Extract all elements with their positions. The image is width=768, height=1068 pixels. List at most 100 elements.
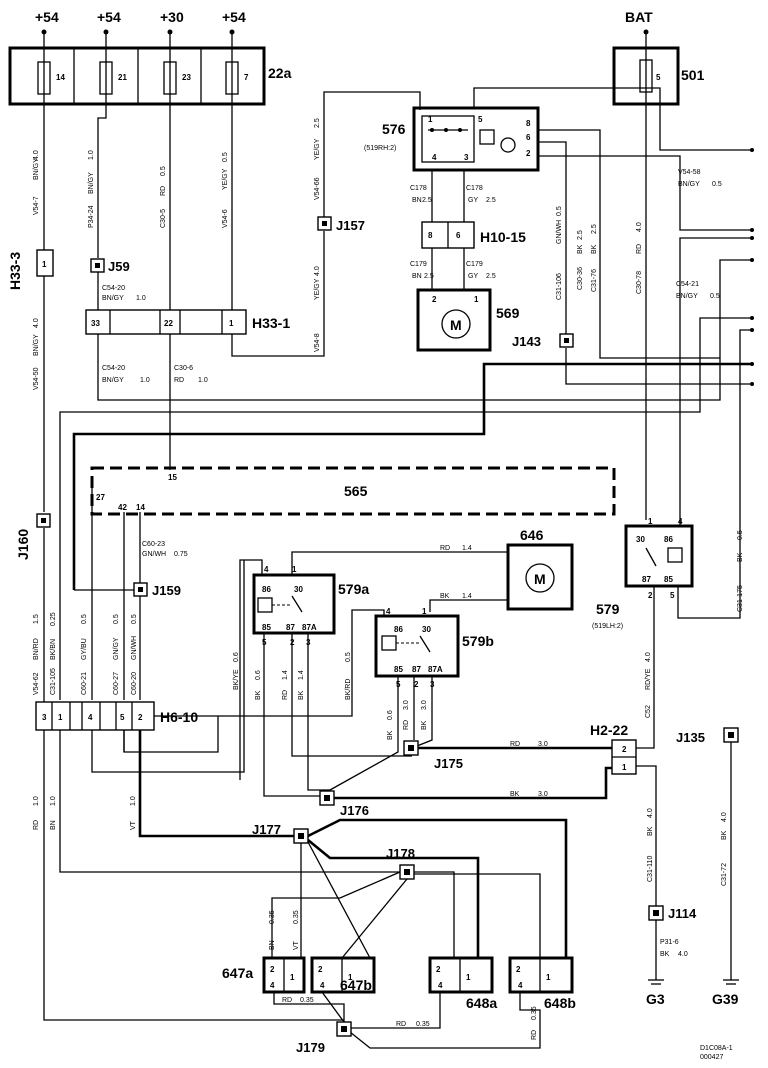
label: C54-21 (676, 281, 699, 288)
label: 2 (648, 591, 653, 600)
label: 4 (386, 607, 391, 616)
connector-pin: 1 (42, 260, 47, 269)
label: 2 (414, 680, 419, 689)
label: RD (396, 1021, 406, 1028)
label: C60-23 (142, 541, 165, 548)
label: 1.4 (462, 545, 472, 552)
label: 5 (120, 713, 125, 722)
label: BK (591, 244, 598, 254)
junction-label: J114 (668, 906, 697, 921)
label: BN (50, 820, 57, 830)
label: 5 (670, 591, 675, 600)
fuse-number: 14 (56, 73, 65, 82)
label: 42 (118, 503, 127, 512)
label: 30 (422, 625, 431, 634)
label: 4.0 (721, 812, 728, 822)
relay-579: 1 4 30 86 87 85 2 5 579 (519LH:2) (592, 237, 752, 749)
label: 2 (270, 965, 275, 974)
label: GY/BU (81, 638, 88, 660)
label: BN/GY (102, 377, 124, 384)
label: C30-5 (160, 209, 167, 228)
label: 0.5 (710, 293, 720, 300)
label: 4 (518, 981, 523, 990)
label: BK (660, 951, 670, 958)
label: 87 (412, 665, 421, 674)
label: 2.5 (314, 118, 321, 128)
label: V54-6 (222, 209, 229, 228)
junction-j175: J175 (403, 740, 612, 771)
label: 1.0 (140, 377, 150, 384)
junction-j160: J160 (15, 513, 51, 560)
supply-label: +54 (97, 9, 121, 25)
label: C179 (466, 261, 483, 268)
label: 1 (622, 763, 627, 772)
supply-stubs (41, 29, 649, 48)
label: BN (412, 197, 422, 204)
label: RD (282, 997, 292, 1004)
label: V54-8 (314, 333, 321, 352)
label: 3.0 (403, 700, 410, 710)
junction-label: J143 (512, 334, 541, 349)
junction-j114: J114 (648, 905, 697, 980)
junction-label: J159 (152, 583, 181, 598)
label: 0.35 (300, 997, 314, 1004)
label: GN/WH (131, 636, 138, 660)
label: C30-36 (577, 267, 584, 290)
label: C54-20 (102, 285, 125, 292)
label: 4 (432, 153, 437, 162)
label: 0.5 (712, 181, 722, 188)
label: RD (174, 377, 184, 384)
connector-pin: 33 (91, 319, 100, 328)
motor-label: 569 (496, 305, 520, 321)
label: 1.0 (130, 796, 137, 806)
fuse-number: 7 (244, 73, 249, 82)
label: 1.4 (282, 670, 289, 680)
label: 1.4 (462, 593, 472, 600)
junction-label: J160 (15, 529, 31, 560)
fuse-number: 5 (656, 73, 661, 82)
label: 2.5 (422, 197, 432, 204)
label: C31-105 (50, 668, 57, 695)
label: BN (412, 273, 422, 280)
label: 4.0 (33, 150, 40, 160)
label: C31-106 (556, 273, 563, 300)
label: 1 (428, 115, 433, 124)
lamp-label: 648a (466, 995, 497, 1011)
label: BK/YE (233, 669, 240, 690)
label: 1.0 (136, 295, 146, 302)
label: VT (293, 940, 300, 950)
lamp-label: 648b (544, 995, 576, 1011)
label: 87A (302, 623, 317, 632)
junction-label: J179 (296, 1040, 325, 1055)
label: V54-62 (33, 672, 40, 695)
junction-j159: J159 (74, 582, 181, 598)
label: C31-76 (591, 269, 598, 292)
connector-label: H33-1 (252, 315, 290, 331)
label: RD (33, 820, 40, 830)
connector-label: H10-15 (480, 229, 526, 245)
label: 3 (464, 153, 469, 162)
ground-label: G39 (712, 991, 739, 1007)
label: 85 (394, 665, 403, 674)
fuse-box-22a: 14 21 23 7 22a (8, 46, 292, 106)
junction-label: J176 (340, 803, 369, 818)
label: 3.0 (538, 741, 548, 748)
motor-569: M 2 1 569 (416, 288, 520, 352)
label: BK (577, 244, 584, 254)
label: 4.0 (33, 318, 40, 328)
label: BK (387, 730, 394, 740)
connector-label: H33-3 (7, 252, 23, 290)
label: 0.5 (113, 614, 120, 624)
label: 3.0 (421, 700, 428, 710)
relay-sub: (519LH:2) (592, 623, 623, 630)
label: BN/GY (33, 334, 40, 356)
label: RD (282, 690, 289, 700)
connector-h33-1: 33 22 1 H33-1 (85, 272, 290, 335)
label: 0.35 (269, 910, 276, 924)
label: RD (160, 186, 167, 196)
label: 2.5 (486, 273, 496, 280)
label: BK/RD (345, 679, 352, 700)
relay-label: 579a (338, 581, 369, 597)
junction-j135: J135 (676, 727, 739, 980)
